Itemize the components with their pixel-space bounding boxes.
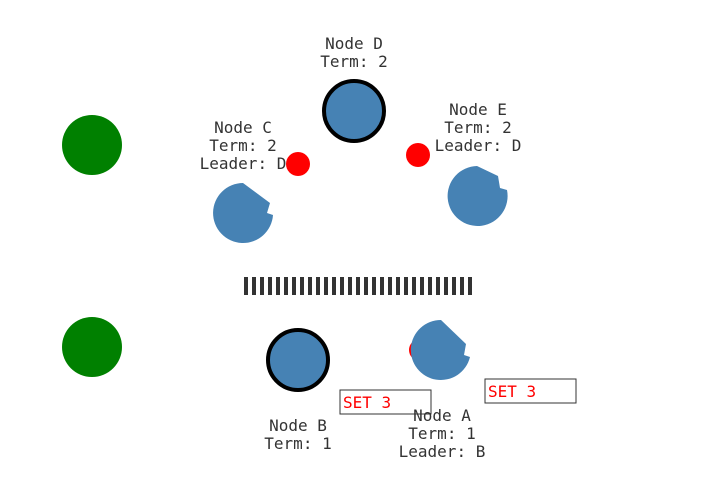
node-c (213, 183, 273, 243)
partition-dash (380, 277, 384, 295)
node-b-term: Term: 1 (264, 434, 331, 453)
partition-dash (372, 277, 376, 295)
client-node-top (62, 115, 122, 175)
message-to-node-c (286, 152, 310, 176)
partition-dash (428, 277, 432, 295)
set-command-b: SET 3 (339, 389, 432, 415)
partition-dash (244, 277, 248, 295)
partition-dash (340, 277, 344, 295)
set-command-b-label: SET 3 (343, 393, 391, 412)
partition-dash (348, 277, 352, 295)
node-e (447, 166, 508, 226)
partition-dash (252, 277, 256, 295)
partition-dash (292, 277, 296, 295)
partition-dash (332, 277, 336, 295)
partition-dash (420, 277, 424, 295)
node-a-term: Term: 1 (408, 424, 475, 443)
partition-dash (444, 277, 448, 295)
node-c-term: Term: 2 (209, 136, 276, 155)
node-e-name: Node E (449, 100, 507, 119)
node-a-name: Node A (413, 406, 471, 425)
partition-dash (308, 277, 312, 295)
partition-dash (356, 277, 360, 295)
client-node-bottom (62, 317, 122, 377)
partition-dash (324, 277, 328, 295)
partition-dash (260, 277, 264, 295)
partition-dash (268, 277, 272, 295)
partition-dash (412, 277, 416, 295)
partition-dash (316, 277, 320, 295)
message-to-node-e (406, 143, 430, 167)
partition-dash (396, 277, 400, 295)
network-partition (244, 277, 472, 295)
node-d-term: Term: 2 (320, 52, 387, 71)
node-b (266, 328, 330, 392)
set-command-a: SET 3 (484, 378, 577, 404)
partition-dash (284, 277, 288, 295)
partition-dash (300, 277, 304, 295)
partition-dash (468, 277, 472, 295)
node-e-term: Term: 2 (444, 118, 511, 137)
set-command-a-label: SET 3 (488, 382, 536, 401)
node-a-leader: Leader: B (399, 442, 486, 461)
partition-dash (388, 277, 392, 295)
partition-dash (452, 277, 456, 295)
node-a (410, 319, 470, 380)
partition-dash (436, 277, 440, 295)
partition-dash (364, 277, 368, 295)
partition-dash (460, 277, 464, 295)
node-c-leader: Leader: D (200, 154, 287, 173)
partition-dash (404, 277, 408, 295)
node-d (322, 79, 386, 143)
node-b-name: Node B (269, 416, 327, 435)
node-d-name: Node D (325, 34, 383, 53)
partition-dash (276, 277, 280, 295)
node-e-leader: Leader: D (435, 136, 522, 155)
node-c-name: Node C (214, 118, 272, 137)
